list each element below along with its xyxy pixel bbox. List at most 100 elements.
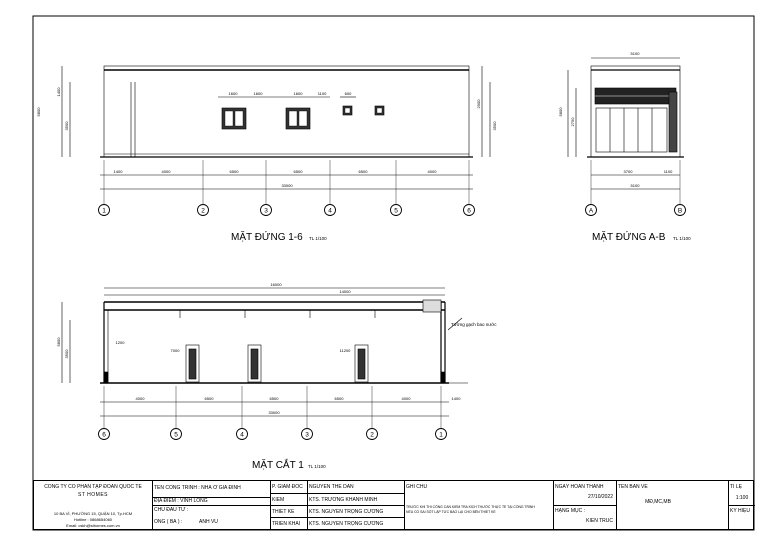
dim-label: 6500: [359, 169, 369, 174]
axis-label: 2: [370, 432, 374, 439]
dim-label: 6500: [270, 396, 280, 401]
elevation-a-b-title: MẶT ĐỨNG A-B: [592, 230, 666, 243]
role-checker: KIỂM: [272, 497, 285, 503]
section-1-title: MẶT CẮT 1: [252, 458, 304, 471]
person-drafter: KTS. NGUYỄN TRỌNG CƯỜNG: [309, 521, 384, 527]
project-location: ĐỊA ĐIỂM : VĨNH LONG: [154, 498, 208, 504]
axis-label: 4: [240, 432, 244, 439]
axis-label: 6: [467, 208, 471, 215]
project-name: TÊN CÔNG TRÌNH : NHÀ Ở GIA ĐÌNH: [154, 485, 241, 491]
axis-label: 1: [439, 432, 443, 439]
dim-label: 5800: [56, 337, 61, 347]
note-text-1: TRƯỚC KHI THI CÔNG CẦN KIỂM TRA KÍCH THƯ…: [406, 505, 535, 509]
code-label: KÝ HIỆU: [730, 508, 751, 514]
axis-label: 1: [102, 208, 106, 215]
investor-title: ÔNG ( BÀ ) :: [154, 519, 183, 525]
dim-label: 3500: [64, 121, 69, 131]
role-director: P. GIÁM ĐỐC: [272, 484, 303, 490]
dim-label: 3500: [64, 349, 69, 359]
storefront-doors: [595, 107, 668, 153]
category-label: HẠNG MỤC :: [555, 508, 585, 514]
axis-label: A: [589, 208, 594, 215]
dim-label: 5800: [36, 107, 41, 117]
dim-label: 5800: [558, 107, 563, 117]
axis-label: 5: [174, 432, 178, 439]
note-text-2: NẾU CÓ SAI SÓT LẬP TỨC BÁO LẠI CHO BÊN T…: [406, 510, 496, 514]
door: [247, 344, 262, 383]
axis-bubble: [197, 204, 209, 216]
sheet-label: TÊN BẢN VẼ: [618, 484, 648, 490]
role-designer: THIẾT KẾ: [272, 509, 295, 515]
elevation-1-6: [61, 65, 491, 216]
axis-bubble: [585, 204, 597, 216]
sheet-name: MĐ,MC,MB: [645, 499, 671, 505]
wall-note: Tường gạch bao nước: [451, 322, 497, 327]
axis-label: 4: [328, 208, 332, 215]
axis-bubble: [301, 428, 313, 440]
dim-label: 4000: [428, 169, 438, 174]
dim-label: 4000: [402, 396, 412, 401]
dim-total-label: 33000: [281, 183, 293, 188]
dim-label: 1100: [318, 91, 327, 96]
elevation-a-b-outline: [590, 65, 681, 158]
person-checker: KTS. TRƯƠNG KHÁNH MINH: [309, 497, 378, 503]
dim-label: 4000: [136, 396, 146, 401]
dim-label: 600: [345, 91, 352, 96]
company-hotline: Hotline : 0868654060: [73, 517, 113, 522]
dim-label: 1100: [664, 169, 673, 174]
dim-label: 2900: [476, 99, 481, 109]
elevation-1-6-title: MẶT ĐỨNG 1-6: [231, 230, 303, 243]
axis-bubble: [674, 204, 686, 216]
title-block: CÔNG TY CỔ PHẦN TẬP ĐOÀN QUỐC TẾ ST HOME…: [33, 480, 755, 530]
dim-label: 5100: [631, 51, 641, 56]
door: [354, 344, 369, 383]
dim-label: 1600: [254, 91, 264, 96]
date-value: 27/10/2022: [587, 494, 613, 500]
dim-label: 16000: [270, 282, 282, 287]
dim-total-label: 5100: [631, 183, 641, 188]
axis-label: 3: [305, 432, 309, 439]
scale-label: TỈ LỆ: [730, 484, 742, 490]
person-director: NGUYỄN THẾ DÂN: [309, 484, 354, 490]
elevation-1-6-scale: TL 1/100: [309, 236, 327, 241]
section-1-scale: TL 1/100: [308, 464, 326, 469]
sheet-border: [32, 15, 755, 531]
dim-label: 11200: [340, 348, 352, 353]
axis-label: 6: [102, 432, 106, 439]
axis-bubble: [390, 204, 402, 216]
dim-label: 1600: [229, 91, 239, 96]
category-value: KIẾN TRÚC: [586, 518, 613, 524]
dim-label: 6500: [335, 396, 345, 401]
company-brand: ST HOMES: [77, 492, 109, 498]
axis-bubble: [98, 428, 110, 440]
axis-bubble: [98, 204, 110, 216]
dim-label: 1600: [294, 91, 304, 96]
role-drafter: TRIỂN KHAI: [272, 521, 301, 527]
axis-bubble: [236, 428, 248, 440]
axis-bubble: [260, 204, 272, 216]
axis-bubble: [463, 204, 475, 216]
elevation-a-b-scale: TL 1/100: [673, 236, 691, 241]
door: [185, 344, 200, 383]
dim-label: 6500: [205, 396, 215, 401]
axis-label: B: [678, 208, 682, 215]
investor-label: CHỦ ĐẦU TƯ :: [154, 507, 189, 513]
axis-bubble: [324, 204, 336, 216]
dim-label: 3500: [492, 121, 497, 131]
dim-label: 1400: [114, 169, 124, 174]
scale-value: 1:100: [735, 495, 749, 501]
dim-label: 2750: [570, 117, 575, 127]
company-email: Email: cskh@sthomes.com.vn: [66, 523, 120, 528]
axis-bubble: [170, 428, 182, 440]
axis-label: 3: [264, 208, 268, 215]
elevation-a-b: [567, 57, 686, 216]
axis-bubble: [435, 428, 447, 440]
person-designer: KTS. NGUYỄN TRỌNG CƯỜNG: [309, 509, 384, 515]
dim-label: 6500: [294, 169, 304, 174]
dim-label: 6500: [230, 169, 240, 174]
dim-label: 3700: [624, 169, 634, 174]
investor-name: ANH VŨ: [199, 519, 218, 525]
axis-bubble: [366, 428, 378, 440]
dim-total-label: 33000: [268, 410, 280, 415]
